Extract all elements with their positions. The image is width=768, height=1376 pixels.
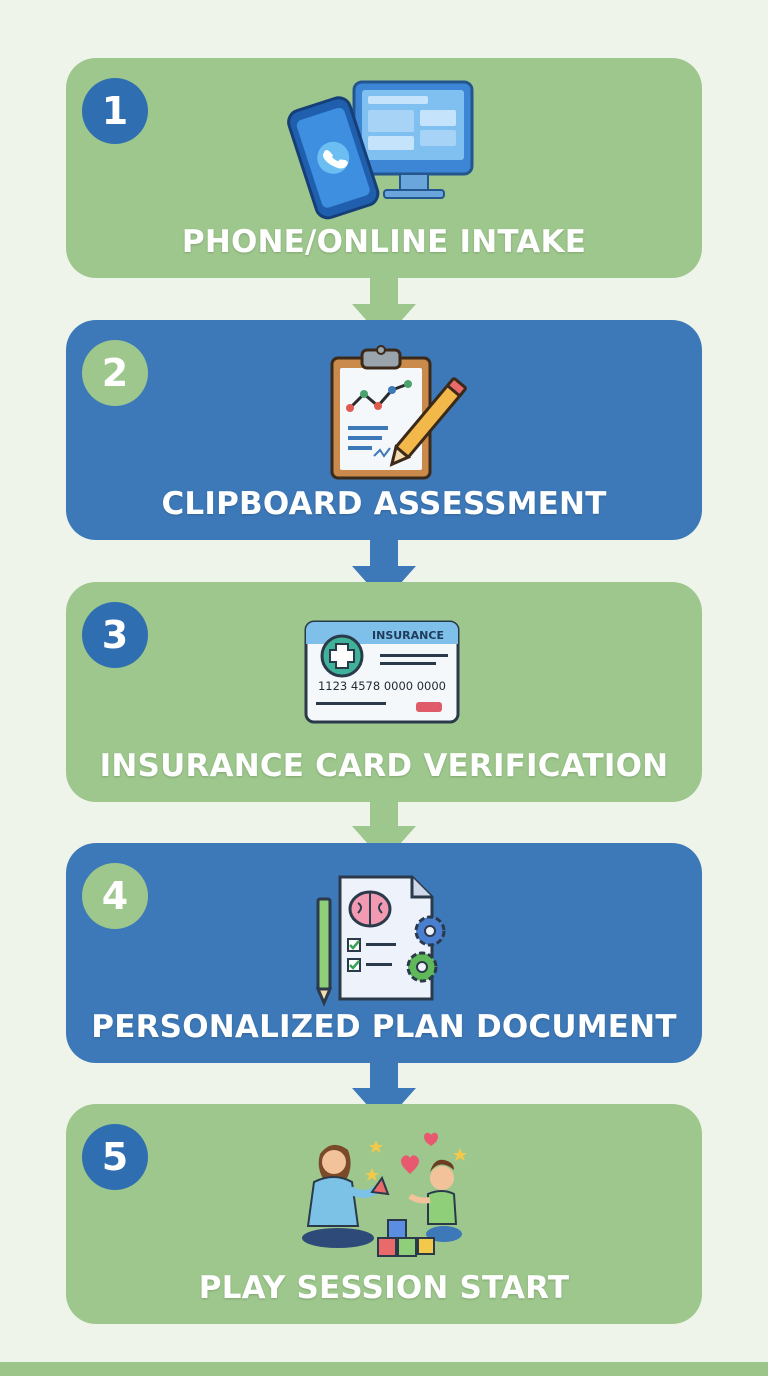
step-5-label: PLAY SESSION START bbox=[198, 1270, 570, 1306]
step-1-label: PHONE/ONLINE INTAKE bbox=[181, 224, 587, 260]
clipboard-chart-pencil-icon bbox=[284, 336, 484, 486]
step-2-label: CLIPBOARD ASSESSMENT bbox=[161, 486, 607, 522]
step-1-number: 1 bbox=[82, 78, 148, 144]
step-1-card: 1 PHONE/ONLINE INTAKE bbox=[66, 58, 702, 278]
arrow-2-to-3 bbox=[352, 540, 416, 602]
phone-and-computer-icon bbox=[284, 74, 484, 224]
step-4-card: 4 PERSONALIZED PLAN DOCUMENT bbox=[66, 843, 702, 1063]
bottom-bar bbox=[0, 1362, 768, 1376]
step-2-number: 2 bbox=[82, 340, 148, 406]
step-3-card: 3 INSURANCE 1123 4578 0000 0000 INSURANC… bbox=[66, 582, 702, 802]
plan-document-brain-gears-icon bbox=[284, 859, 484, 1009]
step-5-number: 5 bbox=[82, 1124, 148, 1190]
therapist-child-play-icon bbox=[284, 1120, 484, 1270]
arrow-1-to-2 bbox=[352, 278, 416, 340]
arrow-3-to-4 bbox=[352, 800, 416, 862]
step-3-label: INSURANCE CARD VERIFICATION bbox=[99, 748, 669, 784]
step-4-number: 4 bbox=[82, 863, 148, 929]
arrow-4-to-5 bbox=[352, 1062, 416, 1124]
step-3-number: 3 bbox=[82, 602, 148, 668]
insurance-card-icon: INSURANCE 1123 4578 0000 0000 bbox=[284, 598, 484, 748]
step-4-label: PERSONALIZED PLAN DOCUMENT bbox=[91, 1009, 677, 1045]
step-2-card: 2 CLIPBOARD ASSESSMENT bbox=[66, 320, 702, 540]
card-number: 1123 4578 0000 0000 bbox=[318, 679, 446, 693]
card-title: INSURANCE bbox=[372, 629, 444, 642]
step-5-card: 5 PLAY bbox=[66, 1104, 702, 1324]
